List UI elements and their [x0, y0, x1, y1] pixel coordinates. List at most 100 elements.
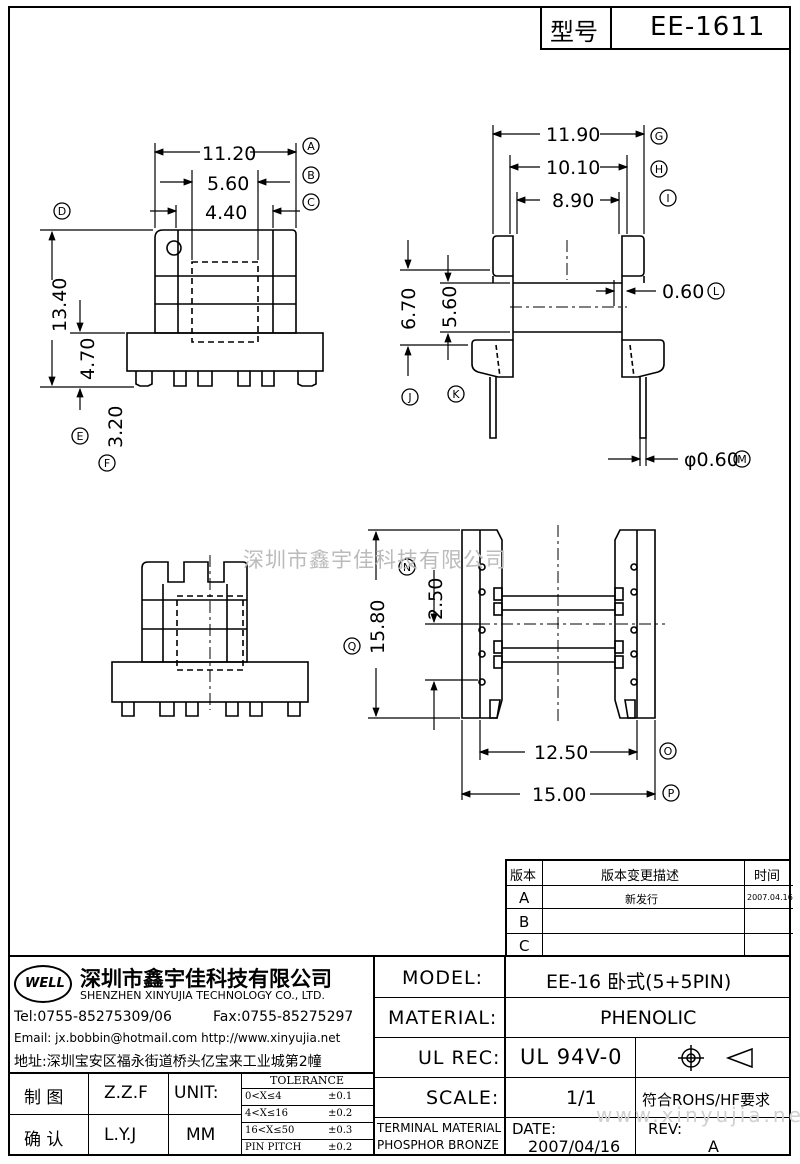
marker-e: E — [77, 430, 84, 443]
marker-letters: A B C D E F G H I J K L M N Q O P — [58, 130, 747, 800]
rev-row-a-desc: 新发行 — [625, 893, 658, 906]
rev-header-version: 版本 — [510, 869, 537, 884]
company-email: Email: jx.bobbin@hotmail.com http://www.… — [14, 1031, 341, 1045]
rev-row-b: B — [519, 913, 530, 931]
dims-top-left — [40, 143, 300, 410]
company-address: 地址:深圳宝安区福永街道桥头亿宝来工业城第2幢 — [14, 1054, 322, 1070]
company-tel: Tel:0755-85275309/06 — [14, 1009, 172, 1025]
tolerance-title: TOLERANCE — [270, 1074, 344, 1087]
company-logo: WELL — [14, 965, 72, 1003]
dim-q: 15.80 — [367, 600, 389, 654]
model-header-label: 型号 — [550, 18, 598, 46]
dim-b: 5.60 — [207, 173, 249, 195]
dims-top-right — [400, 125, 678, 466]
dim-f: 3.20 — [105, 406, 127, 448]
rev-value: A — [708, 1137, 719, 1156]
title-block: WELL 深圳市鑫宇佳科技有限公司 SHENZHEN XINYUJIA TECH… — [8, 955, 800, 1156]
rev-label: REV: — [648, 1120, 682, 1138]
dim-o: 12.50 — [534, 742, 588, 764]
marker-n: N — [403, 561, 411, 574]
tol-range-1: 0<X≤4 — [245, 1091, 282, 1102]
company-name-cn: 深圳市鑫宇佳科技有限公司 — [80, 967, 332, 991]
company-name-en: SHENZHEN XINYUJIA TECHNOLOGY CO., LTD. — [80, 989, 325, 1002]
dims-bottom-right — [368, 529, 657, 800]
marker-c: C — [307, 196, 315, 209]
material-label: MATERIAL: — [388, 1007, 498, 1029]
dim-e: 4.70 — [77, 338, 99, 380]
tol-range-4: PIN PITCH — [245, 1142, 302, 1153]
dim-g: 11.90 — [546, 124, 600, 146]
date-label: DATE: — [512, 1120, 557, 1138]
marker-l: L — [713, 285, 720, 298]
marker-i: I — [666, 192, 669, 205]
marker-a: A — [307, 140, 315, 153]
rev-header-time: 时间 — [754, 869, 781, 884]
unit-value: MM — [186, 1125, 216, 1145]
date-value: 2007/04/16 — [528, 1137, 621, 1156]
tol-range-2: 4<X≤16 — [245, 1108, 288, 1119]
scale-value: 1/1 — [566, 1087, 597, 1109]
model-header: 型号 EE-1611 — [540, 6, 791, 50]
marker-f: F — [104, 457, 110, 470]
tol-value-1: ±0.1 — [328, 1091, 353, 1102]
marker-b: B — [307, 169, 315, 182]
side-view-top-right — [471, 235, 665, 439]
dim-k: 5.60 — [439, 286, 461, 328]
company-fax: Fax:0755-85275297 — [213, 1009, 354, 1025]
marker-j: J — [407, 391, 411, 404]
dim-n: 2.50 — [425, 578, 447, 620]
ulrec-value: UL 94V-0 — [520, 1045, 623, 1069]
logo-text: WELL — [25, 976, 65, 991]
tol-value-3: ±0.3 — [328, 1125, 353, 1136]
unit-label: UNIT: — [174, 1083, 219, 1103]
dim-c: 4.40 — [205, 202, 247, 224]
marker-circles — [53, 127, 751, 802]
dim-i: 8.90 — [552, 190, 594, 212]
site-watermark: www.xinyujia.net — [596, 1103, 800, 1127]
bottom-view-bottom-right — [455, 525, 665, 725]
technical-drawing: 11.20 5.60 4.40 13.40 4.70 3.20 11.90 10… — [40, 124, 751, 806]
rev-row-a: A — [519, 889, 530, 907]
model-value: EE-16 卧式(5+5PIN) — [546, 971, 732, 993]
check-label: 确 认 — [24, 1130, 64, 1150]
rev-header-desc: 版本变更描述 — [601, 869, 680, 884]
tol-range-3: 16<X≤50 — [245, 1125, 295, 1136]
rear-view-bottom-left — [111, 555, 309, 717]
marker-h: H — [655, 163, 663, 176]
rev-row-a-date: 2007.04.16 — [747, 893, 793, 902]
dim-d: 13.40 — [49, 278, 71, 332]
drawn-label: 制 图 — [24, 1088, 64, 1108]
dim-h: 10.10 — [546, 157, 600, 179]
terminal-material: TERMINAL MATERIAL — [377, 1121, 502, 1135]
dim-a: 11.20 — [202, 143, 256, 165]
marker-d: D — [58, 205, 66, 218]
tol-value-4: ±0.2 — [328, 1142, 353, 1153]
terminal-value: PHOSPHOR BRONZE — [377, 1138, 499, 1152]
drawn-value: Z.Z.F — [104, 1083, 148, 1103]
marker-o: O — [664, 745, 673, 758]
revision-table: 版本 版本变更描述 时间 A 新发行 2007.04.16 B C — [505, 859, 793, 957]
ulrec-label: UL REC: — [418, 1047, 501, 1069]
front-view-top-left — [126, 229, 324, 387]
marker-g: G — [655, 130, 664, 143]
marker-k: K — [452, 388, 460, 401]
marker-m: M — [737, 453, 747, 466]
rev-row-c: C — [519, 937, 530, 955]
dim-j: 6.70 — [398, 288, 420, 330]
dim-p: 15.00 — [532, 784, 586, 806]
model-header-value: EE-1611 — [650, 12, 766, 42]
dim-l: 0.60 — [662, 281, 704, 303]
rohs-text: 符合ROHS/HF要求 — [642, 1091, 770, 1109]
tol-value-2: ±0.2 — [328, 1108, 353, 1119]
dim-m: φ0.60 — [684, 449, 739, 471]
drawing-frame — [8, 6, 791, 1156]
model-label: MODEL: — [402, 967, 483, 989]
dimension-labels: 11.20 5.60 4.40 13.40 4.70 3.20 11.90 10… — [49, 124, 739, 806]
marker-p: P — [668, 787, 675, 800]
watermark-text: 深圳市鑫宇佳科技有限公司 — [243, 548, 507, 572]
check-value: L.Y.J — [104, 1125, 137, 1145]
marker-q: Q — [348, 640, 357, 653]
projection-symbol — [678, 1045, 768, 1075]
scale-label: SCALE: — [426, 1087, 500, 1109]
material-value: PHENOLIC — [600, 1007, 697, 1029]
